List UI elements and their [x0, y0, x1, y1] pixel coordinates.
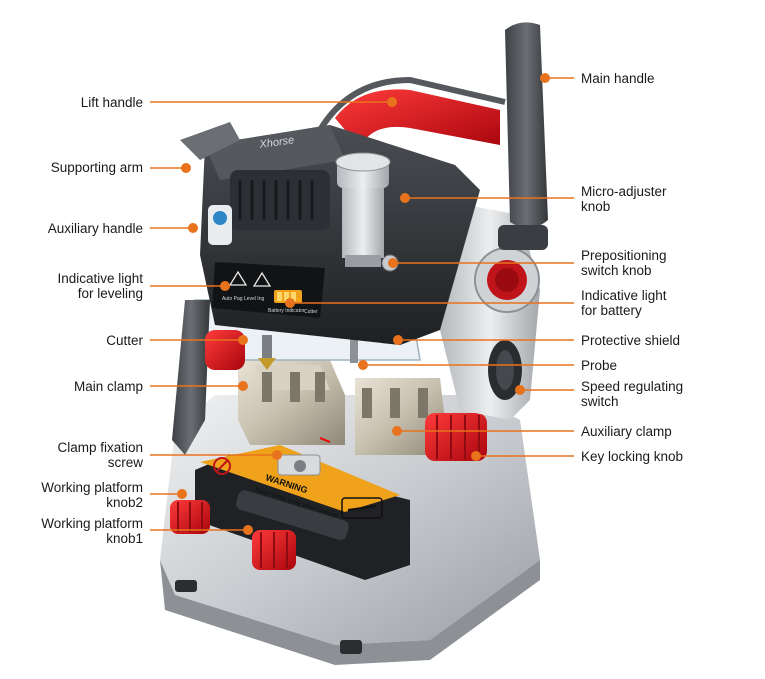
indicator-panel: Auto Pag Level Ing Battery Indicator Cut…: [212, 262, 325, 318]
micro-adjuster-knob-label: Micro-adjuster knob: [581, 184, 667, 214]
prepositioning-switch-knob-label: Prepositioning switch knob: [581, 248, 667, 278]
supporting-arm-callout-dot: [181, 163, 191, 173]
auxiliary-handle-label: Auxiliary handle: [47, 221, 143, 236]
working-platform: WARNING Keep hands away when working: [195, 445, 410, 580]
leveling-indicator-light: [252, 271, 272, 287]
clamp-fixation-screw-callout-dot: [272, 450, 282, 460]
main-clamp-label: Main clamp: [73, 379, 143, 394]
main-handle-callout-dot: [540, 73, 550, 83]
key-locking-knob-callout-dot: [471, 451, 481, 461]
key-cut-icon: [341, 497, 383, 519]
working-platform-knob2-label: Working platform knob2: [41, 480, 143, 510]
auxiliary-clamp: [319, 378, 445, 455]
indicator-text-leveling: Auto Pag Level Ing: [222, 296, 264, 302]
indicator-text-cutter: Cutter: [304, 309, 318, 315]
hand-hazard-icon: [213, 457, 231, 475]
protective-shield-label: Protective shield: [581, 333, 681, 348]
speed-regulating-switch-label: Speed regulating switch: [581, 379, 684, 409]
probe-callout-dot: [358, 360, 368, 370]
lift-handle-label: Lift handle: [80, 95, 143, 110]
lift-handle[interactable]: [317, 76, 506, 148]
working-platform-knob2-callout-dot: [177, 489, 187, 499]
auxiliary-handle-callout-dot: [188, 223, 198, 233]
key-locking-knob-label: Key locking knob: [581, 449, 684, 464]
protective-shield-callout-dot: [393, 335, 403, 345]
indicative-light-leveling-label: Indicative light for leveling: [57, 271, 143, 301]
main-clamp-callout-dot: [238, 381, 248, 391]
main-handle[interactable]: [498, 22, 548, 250]
clamp-fixation-screw-label: Clamp fixation screw: [57, 440, 143, 470]
indicator-text-battery: Battery Indicator: [268, 308, 305, 314]
speed-regulating-switch[interactable]: [488, 340, 522, 400]
cooling-vents: [238, 180, 314, 220]
key-locking-knob[interactable]: [425, 413, 487, 461]
supporting-arm: [180, 122, 240, 160]
battery-indicator-light: [274, 290, 302, 303]
supporting-arm-label: Supporting arm: [50, 160, 143, 175]
working-platform-knob1[interactable]: [252, 530, 296, 570]
cutter-callout-dot: [238, 335, 248, 345]
prepositioning-switch-knob-callout-dot: [388, 258, 398, 268]
main-handle-label: Main handle: [581, 71, 655, 86]
cutter-label: Cutter: [106, 333, 143, 348]
indicative-light-leveling-callout-dot: [220, 281, 230, 291]
speed-regulating-switch-callout-dot: [515, 385, 525, 395]
auxiliary-clamp-label: Auxiliary clamp: [581, 424, 672, 439]
clamp-fixation-screw[interactable]: [277, 454, 321, 476]
brand-logo: Xhorse: [258, 134, 295, 151]
indicative-light-battery-callout-dot: [285, 298, 295, 308]
probe: [350, 335, 358, 363]
micro-adjuster-knob[interactable]: [335, 152, 391, 267]
main-clamp: [238, 360, 345, 445]
info-badge-icon: [208, 205, 232, 245]
lift-handle-callout-dot: [387, 97, 397, 107]
micro-adjuster-knob-callout-dot: [400, 193, 410, 203]
working-platform-knob1-callout-dot: [243, 525, 253, 535]
warning-triangle-icon: [228, 270, 248, 286]
probe-label: Probe: [581, 358, 618, 373]
working-platform-knob1-label: Working platform knob1: [41, 516, 143, 546]
working-platform-knob2[interactable]: [170, 500, 210, 534]
auxiliary-clamp-callout-dot: [392, 426, 402, 436]
indicative-light-battery-label: Indicative light for battery: [581, 288, 667, 318]
cutter: [258, 335, 276, 370]
